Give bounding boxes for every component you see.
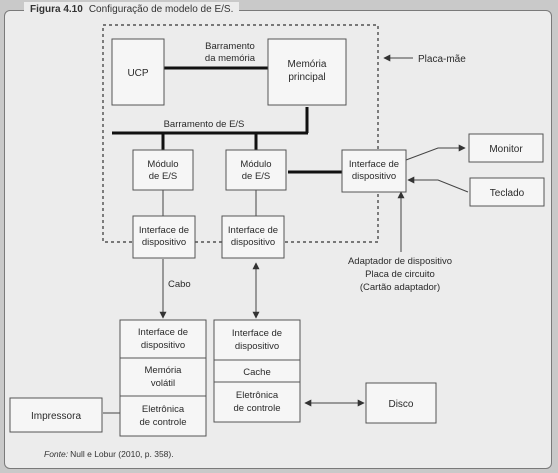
- modulo-es-2-line-2: de E/S: [242, 171, 271, 182]
- interface-board-line-1: Interface de: [349, 159, 399, 170]
- figure-source: Fonte:Null e Lobur (2010, p. 358).: [44, 449, 174, 459]
- modulo-es-1-line-1: Módulo: [147, 159, 178, 170]
- printer-unit-interface-box: [119, 319, 207, 359]
- barramento-memoria-line-2: da memória: [205, 53, 256, 64]
- memoria-principal-line-2: principal: [288, 72, 325, 83]
- modulo-es-2-box: [225, 149, 287, 191]
- barramento-es-label: Barramento de E/S: [164, 119, 245, 130]
- memoria-principal-line-1: Memória: [288, 59, 327, 70]
- interface-board-box: [341, 149, 407, 193]
- printer-unit-interface-line-1: Interface de: [138, 327, 188, 338]
- printer-unit-eletronica-line-2: de controle: [139, 417, 186, 428]
- arrow-to-monitor: [405, 144, 466, 161]
- disk-unit-eletronica-box: [213, 381, 301, 423]
- interface-board-line-2: dispositivo: [352, 171, 396, 182]
- printer-unit-eletronica-line-1: Eletrônica: [142, 404, 185, 415]
- adaptador-line-1: Adaptador de dispositivo: [348, 256, 452, 267]
- disco-label: Disco: [388, 399, 413, 410]
- interface-1-line-1: Interface de: [139, 225, 189, 236]
- modulo-es-2-line-1: Módulo: [240, 159, 271, 170]
- adaptador-line-2: Placa de circuito: [365, 269, 435, 280]
- printer-unit-eletronica-box: [119, 395, 207, 437]
- interface-2-line-2: dispositivo: [231, 237, 275, 248]
- source-label: Fonte:: [44, 449, 69, 459]
- impressora-label: Impressora: [31, 411, 81, 422]
- disk-unit-interface-line-2: dispositivo: [235, 341, 279, 352]
- ucp-box: [111, 38, 165, 106]
- disk-unit-cache-label: Cache: [243, 367, 270, 378]
- teclado-box: [469, 177, 545, 207]
- monitor-box: [468, 133, 544, 163]
- printer-unit-interface-line-2: dispositivo: [141, 340, 185, 351]
- arrow-from-teclado: [407, 176, 469, 193]
- figure-title: Figura 4.10 Configuração de modelo de E/S…: [24, 2, 240, 18]
- modulo-es-1-line-2: de E/S: [149, 171, 178, 182]
- disk-unit-interface-line-1: Interface de: [232, 328, 282, 339]
- source-text: Null e Lobur (2010, p. 358).: [70, 449, 174, 459]
- interface-1-box: [132, 215, 196, 259]
- interface-1-line-2: dispositivo: [142, 237, 186, 248]
- figure-number: Figura 4.10: [30, 4, 83, 15]
- disk-unit-eletronica-line-2: de controle: [233, 403, 280, 414]
- cabo-label: Cabo: [168, 279, 191, 290]
- printer-unit-memoria-box: [119, 357, 207, 397]
- disco-box: [365, 382, 437, 424]
- teclado-label: Teclado: [490, 188, 525, 199]
- disk-unit-interface-box: [213, 319, 301, 361]
- figure-caption: Configuração de modelo de E/S.: [88, 4, 234, 15]
- monitor-label: Monitor: [489, 144, 523, 155]
- impressora-box: [9, 397, 103, 433]
- modulo-es-1-box: [132, 149, 194, 191]
- ucp-label: UCP: [127, 68, 148, 79]
- memoria-principal-box: [267, 38, 347, 106]
- interface-2-box: [221, 215, 285, 259]
- interface-2-line-1: Interface de: [228, 225, 278, 236]
- placa-mae-label: Placa-mãe: [418, 54, 466, 65]
- barramento-memoria-line-1: Barramento: [205, 41, 255, 52]
- printer-unit-memoria-line-2: volátil: [151, 378, 175, 389]
- disk-unit-eletronica-line-1: Eletrônica: [236, 390, 279, 401]
- adaptador-line-3: (Cartão adaptador): [360, 282, 440, 293]
- printer-unit-memoria-line-1: Memória: [145, 365, 183, 376]
